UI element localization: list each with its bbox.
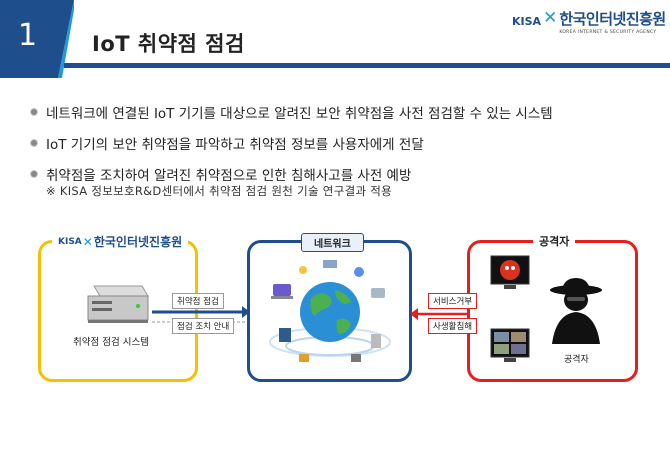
logo-english-text: KOREA INTERNET & SECURITY AGENCY	[559, 30, 657, 35]
attacker-caption: 공격자	[564, 355, 589, 365]
bullet-icon	[30, 169, 38, 178]
server-icon	[87, 285, 149, 323]
attacker-panel-label: 공격자	[533, 233, 576, 249]
network-panel-label: 네트워크	[301, 233, 364, 252]
slide-number-badge: 1	[0, 0, 74, 78]
scan-tag: 취약점 점검	[172, 293, 224, 309]
monitor-surveillance-icon	[490, 328, 530, 362]
bullet-text: 취약점을 조치하여 알려진 취약점으로 인한 침해사고를 사전 예방	[46, 167, 412, 184]
bullet-item: 네트워크에 연결된 IoT 기기를 대상으로 알려진 보안 취약점을 사전 점검…	[30, 96, 553, 127]
attack-arrow-icon	[410, 308, 470, 320]
monitor-virus-icon	[490, 255, 530, 289]
bullet-icon	[30, 138, 38, 147]
kisa-panel-logo-kisa: KISA	[58, 236, 82, 247]
logo-kisa-text: KISA	[512, 15, 542, 28]
kisa-panel-logo-korean: 한국인터넷진흥원	[93, 235, 183, 249]
bullet-icon	[30, 107, 38, 116]
bullet-list: 네트워크에 연결된 IoT 기기를 대상으로 알려진 보안 취약점을 사전 점검…	[30, 96, 553, 189]
logo-korean-text: 한국인터넷진흥원	[559, 10, 666, 28]
hacker-icon	[550, 278, 602, 344]
page-title: IoT 취약점 점검	[92, 32, 245, 56]
research-note: ※ KISA 정보보호R&D센터에서 취약점 점검 원천 기술 연구결과 적용	[46, 184, 393, 198]
scan-arrow-icon	[152, 306, 250, 318]
bullet-item: 취약점을 조치하여 알려진 취약점으로 인한 침해사고를 사전 예방	[30, 158, 553, 189]
kisa-panel-logo-mark-icon: ✕	[82, 234, 93, 249]
network-illustration	[269, 260, 391, 362]
dos-tag: 서비스거부	[428, 293, 478, 309]
header-divider	[64, 63, 670, 68]
privacy-tag: 사생활침해	[428, 318, 478, 334]
kisa-logo: KISA ✕ 한국인터넷진흥원 KOREA INTERNET & SECURIT…	[512, 8, 666, 35]
logo-mark-icon: ✕	[543, 8, 558, 28]
bullet-text: 네트워크에 연결된 IoT 기기를 대상으로 알려진 보안 취약점을 사전 점검…	[46, 105, 553, 122]
kisa-panel-caption: 취약점 점검 시스템	[73, 337, 149, 348]
slide-number: 1	[18, 18, 38, 53]
bullet-text: IoT 기기의 보안 취약점을 파악하고 취약점 정보를 사용자에게 전달	[46, 136, 424, 153]
kisa-panel-logo: KISA ✕ 한국인터넷진흥원	[52, 233, 189, 250]
bullet-item: IoT 기기의 보안 취약점을 파악하고 취약점 정보를 사용자에게 전달	[30, 127, 553, 158]
guide-tag: 점검 조치 안내	[172, 318, 235, 334]
